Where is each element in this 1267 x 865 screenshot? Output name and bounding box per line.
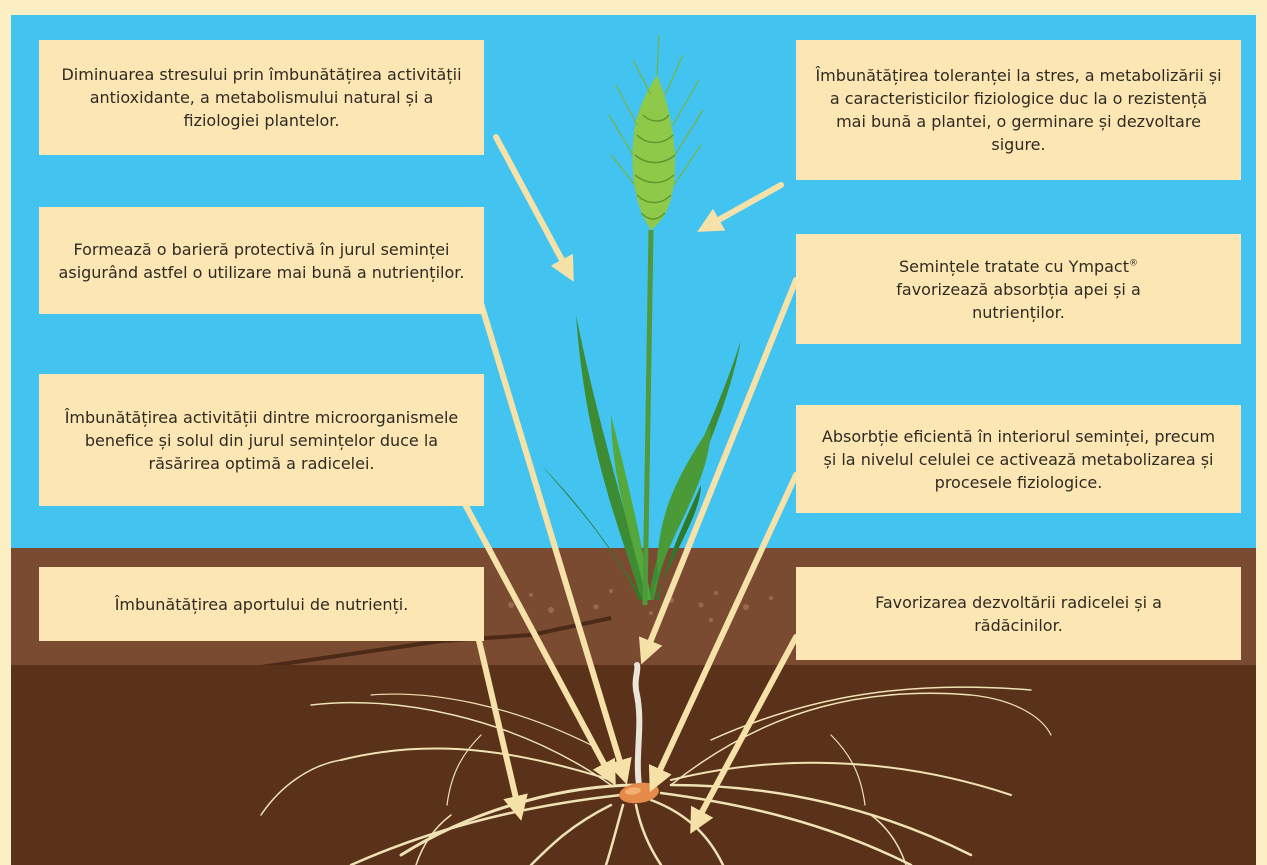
callout-antioxidant: Diminuarea stresului prin îmbunătățirea …	[39, 40, 484, 155]
callout-nutrient-uptake: Îmbunătățirea aportului de nutrienți.	[39, 567, 484, 641]
diagram-frame: Diminuarea stresului prin îmbunătățirea …	[11, 15, 1256, 865]
callout-stress-tolerance: Îmbunătățirea toleranței la stres, a met…	[796, 40, 1241, 180]
callout-ympact-absorption: Semințele tratate cu Ympact® favorizează…	[796, 234, 1241, 344]
callout-protective-barrier: Formează o barieră protectivă în jurul s…	[39, 207, 484, 314]
callout-root-development: Favorizarea dezvoltării radicelei și a r…	[796, 567, 1241, 660]
subsoil-layer	[11, 665, 1256, 865]
callout-efficient-absorption: Absorbție eficientă în interiorul seminț…	[796, 405, 1241, 513]
registered-mark: ®	[1129, 258, 1138, 268]
ympact-text-after: favorizează absorbția apei și a nutrienț…	[896, 280, 1141, 322]
ympact-text-before: Semințele tratate cu Ympact	[899, 257, 1129, 276]
callout-microorganisms: Îmbunătățirea activității dintre microor…	[39, 374, 484, 506]
